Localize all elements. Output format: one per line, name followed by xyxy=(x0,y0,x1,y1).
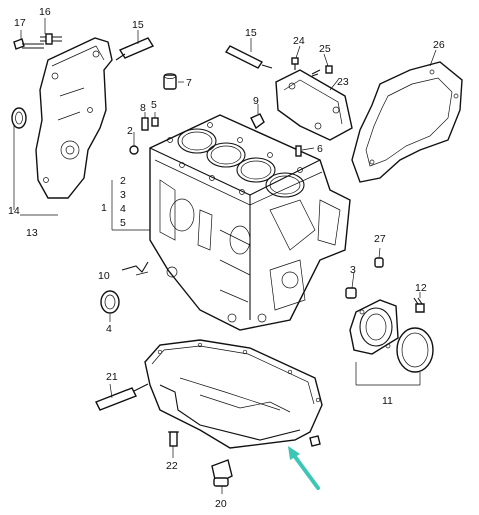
bolt-24 xyxy=(291,57,299,70)
bolt-25 xyxy=(311,65,333,77)
nut-9 xyxy=(250,113,265,130)
sealant-tube-15a xyxy=(115,37,155,61)
label-5b: 5 xyxy=(120,217,126,229)
part-labels: 17 16 15 15 24 25 26 23 7 8 5 9 2 6 2 3 … xyxy=(8,6,445,510)
label-14: 14 xyxy=(8,205,20,217)
highlight-arrow xyxy=(288,446,320,490)
label-7: 7 xyxy=(186,77,192,89)
label-24: 24 xyxy=(293,35,305,47)
label-26: 26 xyxy=(433,39,445,51)
label-20: 20 xyxy=(215,498,227,510)
label-16: 16 xyxy=(39,6,51,18)
label-3b: 3 xyxy=(350,264,356,276)
cylinder-block xyxy=(149,114,351,331)
label-21: 21 xyxy=(106,371,118,383)
label-15a: 15 xyxy=(132,19,144,31)
label-4b: 4 xyxy=(106,323,112,335)
rear-seal-flange-11 xyxy=(349,299,399,355)
label-2a: 2 xyxy=(127,125,133,137)
label-8: 8 xyxy=(140,102,146,114)
oil-pan xyxy=(144,339,323,449)
crank-seal-front xyxy=(11,107,27,129)
label-11: 11 xyxy=(382,395,393,407)
label-15b: 15 xyxy=(245,27,257,39)
bolt-17 xyxy=(13,38,44,50)
label-23: 23 xyxy=(337,76,349,88)
drain-plug-22 xyxy=(168,431,179,447)
plug-2 xyxy=(129,145,139,155)
sleeve-3 xyxy=(345,287,357,299)
label-3a: 3 xyxy=(120,189,126,201)
cap-7 xyxy=(163,73,177,90)
label-4a: 4 xyxy=(120,203,126,215)
pin-8 xyxy=(141,117,149,131)
label-27: 27 xyxy=(374,233,386,245)
plug-27 xyxy=(374,257,384,268)
bolt-12 xyxy=(413,297,425,313)
sealant-tube-21 xyxy=(95,383,149,411)
bracket-23 xyxy=(275,69,353,141)
label-6: 6 xyxy=(317,143,323,155)
label-12: 12 xyxy=(415,282,427,294)
gasket-26 xyxy=(351,61,463,183)
dowel-6 xyxy=(295,145,302,157)
label-1: 1 xyxy=(101,202,107,214)
stud-16 xyxy=(40,33,62,45)
crank-seal-4 xyxy=(100,290,120,314)
label-10: 10 xyxy=(98,270,110,282)
sensor-10 xyxy=(121,261,149,273)
label-5a: 5 xyxy=(151,99,157,111)
oil-level-sensor-20 xyxy=(211,459,233,487)
sealant-tube-15b xyxy=(224,45,273,69)
bushing-5a xyxy=(151,117,159,127)
label-13: 13 xyxy=(26,227,38,239)
bolt-pan xyxy=(309,435,321,447)
label-9: 9 xyxy=(253,95,259,107)
rear-gasket-11 xyxy=(396,327,434,373)
label-17: 17 xyxy=(14,17,26,29)
leader-lines xyxy=(13,18,437,494)
label-2b: 2 xyxy=(120,175,126,187)
timing-cover xyxy=(35,37,113,199)
label-25: 25 xyxy=(319,43,331,55)
label-22: 22 xyxy=(166,460,178,472)
